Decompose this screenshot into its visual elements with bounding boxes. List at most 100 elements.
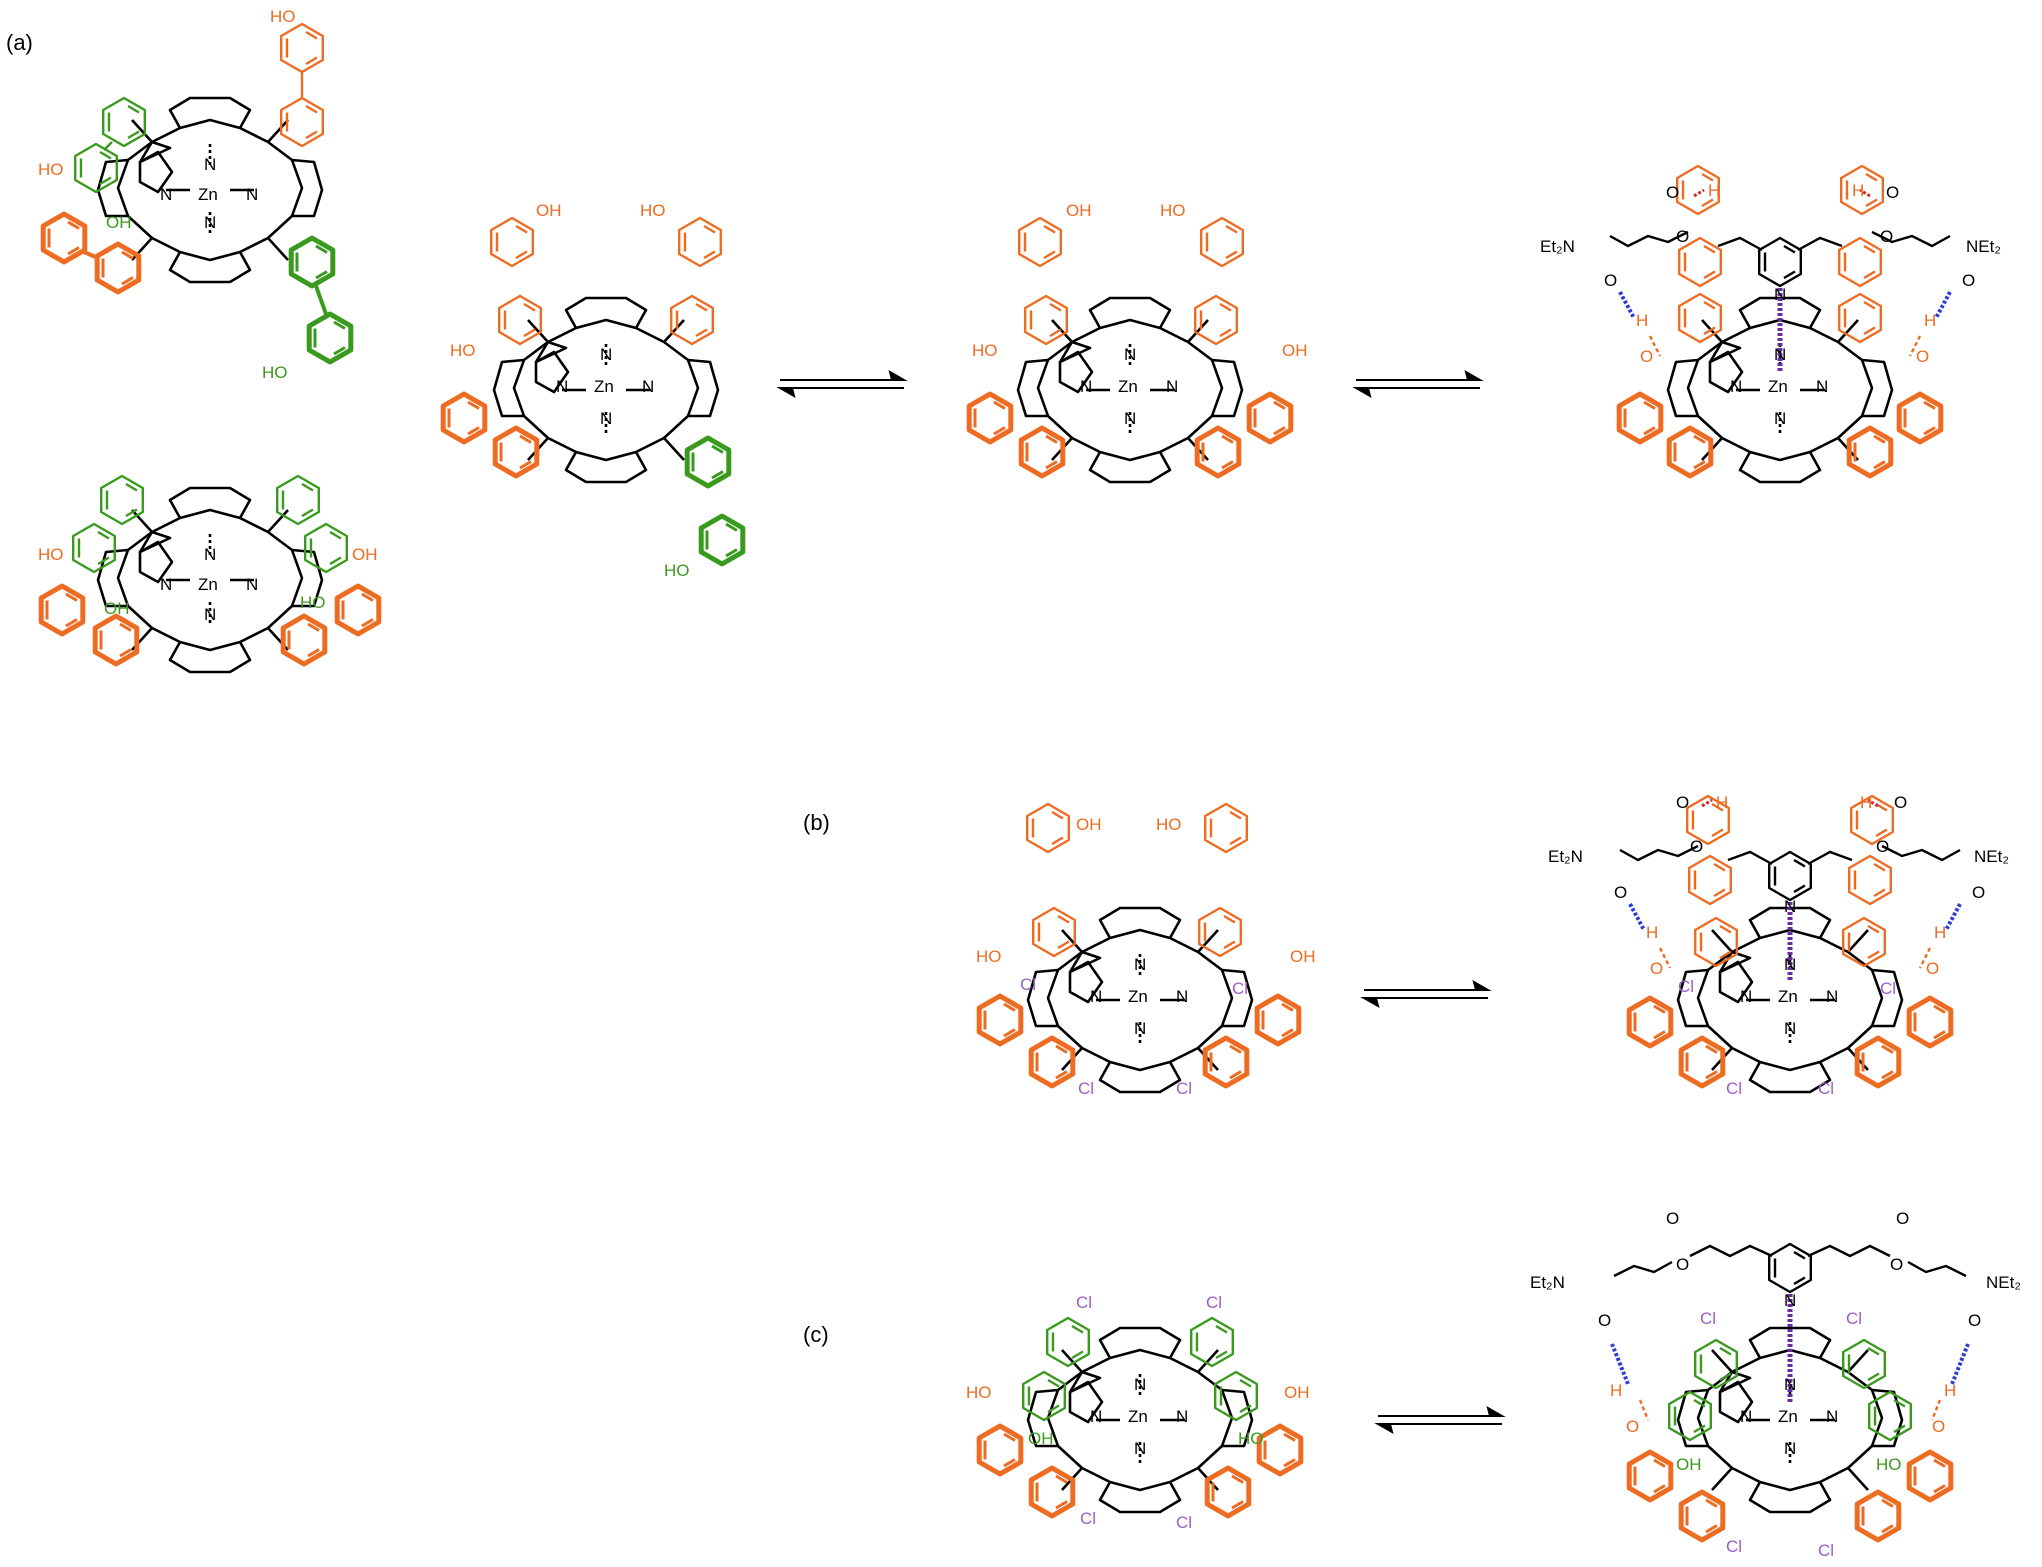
atom-label: Et₂N — [1540, 237, 1575, 256]
atom-label: Zn — [1768, 377, 1788, 396]
hydrogen-bond-icon — [1944, 903, 1962, 931]
molecule-b2 — [1619, 794, 1962, 1094]
molecule-a1 — [43, 22, 351, 362]
atom-label: Cl — [1818, 1079, 1834, 1098]
atom-label: Cl — [1880, 979, 1896, 998]
atom-label: N — [1730, 377, 1742, 396]
atom-label: N — [600, 345, 612, 364]
hydrogen-bond-icon — [1610, 1343, 1630, 1385]
atom-label: HO — [966, 1383, 992, 1402]
atom-label: O — [1932, 1417, 1945, 1436]
atom-label: OH — [1282, 341, 1308, 360]
atom-label: N — [1090, 1407, 1102, 1426]
atom-label: N — [1784, 1439, 1796, 1458]
atom-label: Zn — [1778, 1407, 1798, 1426]
molecule-a3 — [443, 216, 743, 564]
atom-label: N — [160, 575, 172, 594]
atom-label: N — [1176, 987, 1188, 1006]
atom-label: H — [1716, 793, 1728, 812]
atom-label: Zn — [594, 377, 614, 396]
atom-label: HO — [1876, 1455, 1902, 1474]
atom-label: N — [1774, 285, 1786, 304]
atom-label: N — [1124, 345, 1136, 364]
atom-label: N — [1166, 377, 1178, 396]
atom-label: O — [1614, 883, 1627, 902]
atom-label: N — [1134, 1375, 1146, 1394]
atom-label: OH — [1284, 1383, 1310, 1402]
atom-label: N — [204, 605, 216, 624]
atom-label: N — [204, 545, 216, 564]
atom-label: O — [1676, 793, 1689, 812]
atom-label: HO — [38, 160, 64, 179]
atom-label: N — [246, 575, 258, 594]
atom-label: Zn — [1128, 987, 1148, 1006]
atom-label: O — [1676, 1255, 1689, 1274]
atom-label: H — [1708, 181, 1720, 200]
atom-label: Zn — [198, 575, 218, 594]
atom-label: N — [1784, 1291, 1796, 1310]
atom-label: HO — [270, 7, 296, 26]
molecule-a5 — [1609, 164, 1952, 484]
atom-label: OH — [104, 599, 130, 618]
atom-label: N — [1134, 1019, 1146, 1038]
atom-label: O — [1962, 271, 1975, 290]
atom-label: O — [1640, 347, 1653, 366]
molecule-c2 — [1610, 1242, 1970, 1540]
atom-label: NEt₂ — [1986, 1273, 2021, 1292]
atom-label: O — [1626, 1417, 1639, 1436]
atom-label: N — [1080, 377, 1092, 396]
atom-label: H — [1610, 1381, 1622, 1400]
atom-label: HO — [1160, 201, 1186, 220]
atom-label: Zn — [1778, 987, 1798, 1006]
panel-label-a: (a) — [6, 30, 33, 55]
atom-label: H — [1944, 1381, 1956, 1400]
atom-label: N — [1124, 409, 1136, 428]
atom-label: Cl — [1726, 1537, 1742, 1556]
atom-label: OH — [1290, 947, 1316, 966]
atom-label: O — [1650, 959, 1663, 978]
atom-label: O — [1890, 1255, 1903, 1274]
atom-label: N — [1826, 1407, 1838, 1426]
atom-label: Cl — [1678, 977, 1694, 996]
atom-label: O — [1886, 183, 1899, 202]
atom-label: N — [600, 409, 612, 428]
atom-label: N — [1826, 987, 1838, 1006]
atom-label: Zn — [1118, 377, 1138, 396]
atom-label: N — [160, 185, 172, 204]
atom-label: Cl — [1076, 1293, 1092, 1312]
atom-label: N — [204, 155, 216, 174]
atom-label: Cl — [1232, 979, 1248, 998]
hydrogen-bond-icon — [1618, 291, 1636, 319]
atom-label: O — [1666, 183, 1679, 202]
atom-label: N — [1740, 1407, 1752, 1426]
atom-label: Cl — [1206, 1293, 1222, 1312]
atom-label: N — [1134, 1439, 1146, 1458]
atom-label: O — [1880, 227, 1893, 246]
panel-label-b: (b) — [803, 810, 830, 835]
atom-label: HO — [1238, 1429, 1264, 1448]
equilibrium-arrow-icon — [1355, 371, 1481, 397]
atom-label: Cl — [1176, 1513, 1192, 1532]
atom-label: Cl — [1078, 1079, 1094, 1098]
atom-label: HO — [1156, 815, 1182, 834]
atom-label: Cl — [1818, 1541, 1834, 1560]
atom-label: OH — [536, 201, 562, 220]
atom-label: O — [1676, 227, 1689, 246]
atom-label: H — [1636, 311, 1648, 330]
atom-label: HO — [976, 947, 1002, 966]
atom-label: N — [1784, 955, 1796, 974]
atom-label: O — [1894, 793, 1907, 812]
atom-label: N — [1774, 409, 1786, 428]
atom-label: H — [1934, 923, 1946, 942]
atom-label: O — [1666, 1209, 1679, 1228]
atom-label: OH — [1076, 815, 1102, 834]
atom-label: HO — [450, 341, 476, 360]
atom-label: O — [1968, 1311, 1981, 1330]
equilibrium-arrow-icon — [1363, 981, 1489, 1007]
atom-label: H — [1860, 793, 1872, 812]
hydrogen-bond-icon — [1628, 903, 1646, 931]
atom-label: Cl — [1726, 1079, 1742, 1098]
atom-label: N — [246, 185, 258, 204]
atom-label: N — [204, 213, 216, 232]
molecule-a2 — [41, 474, 379, 674]
